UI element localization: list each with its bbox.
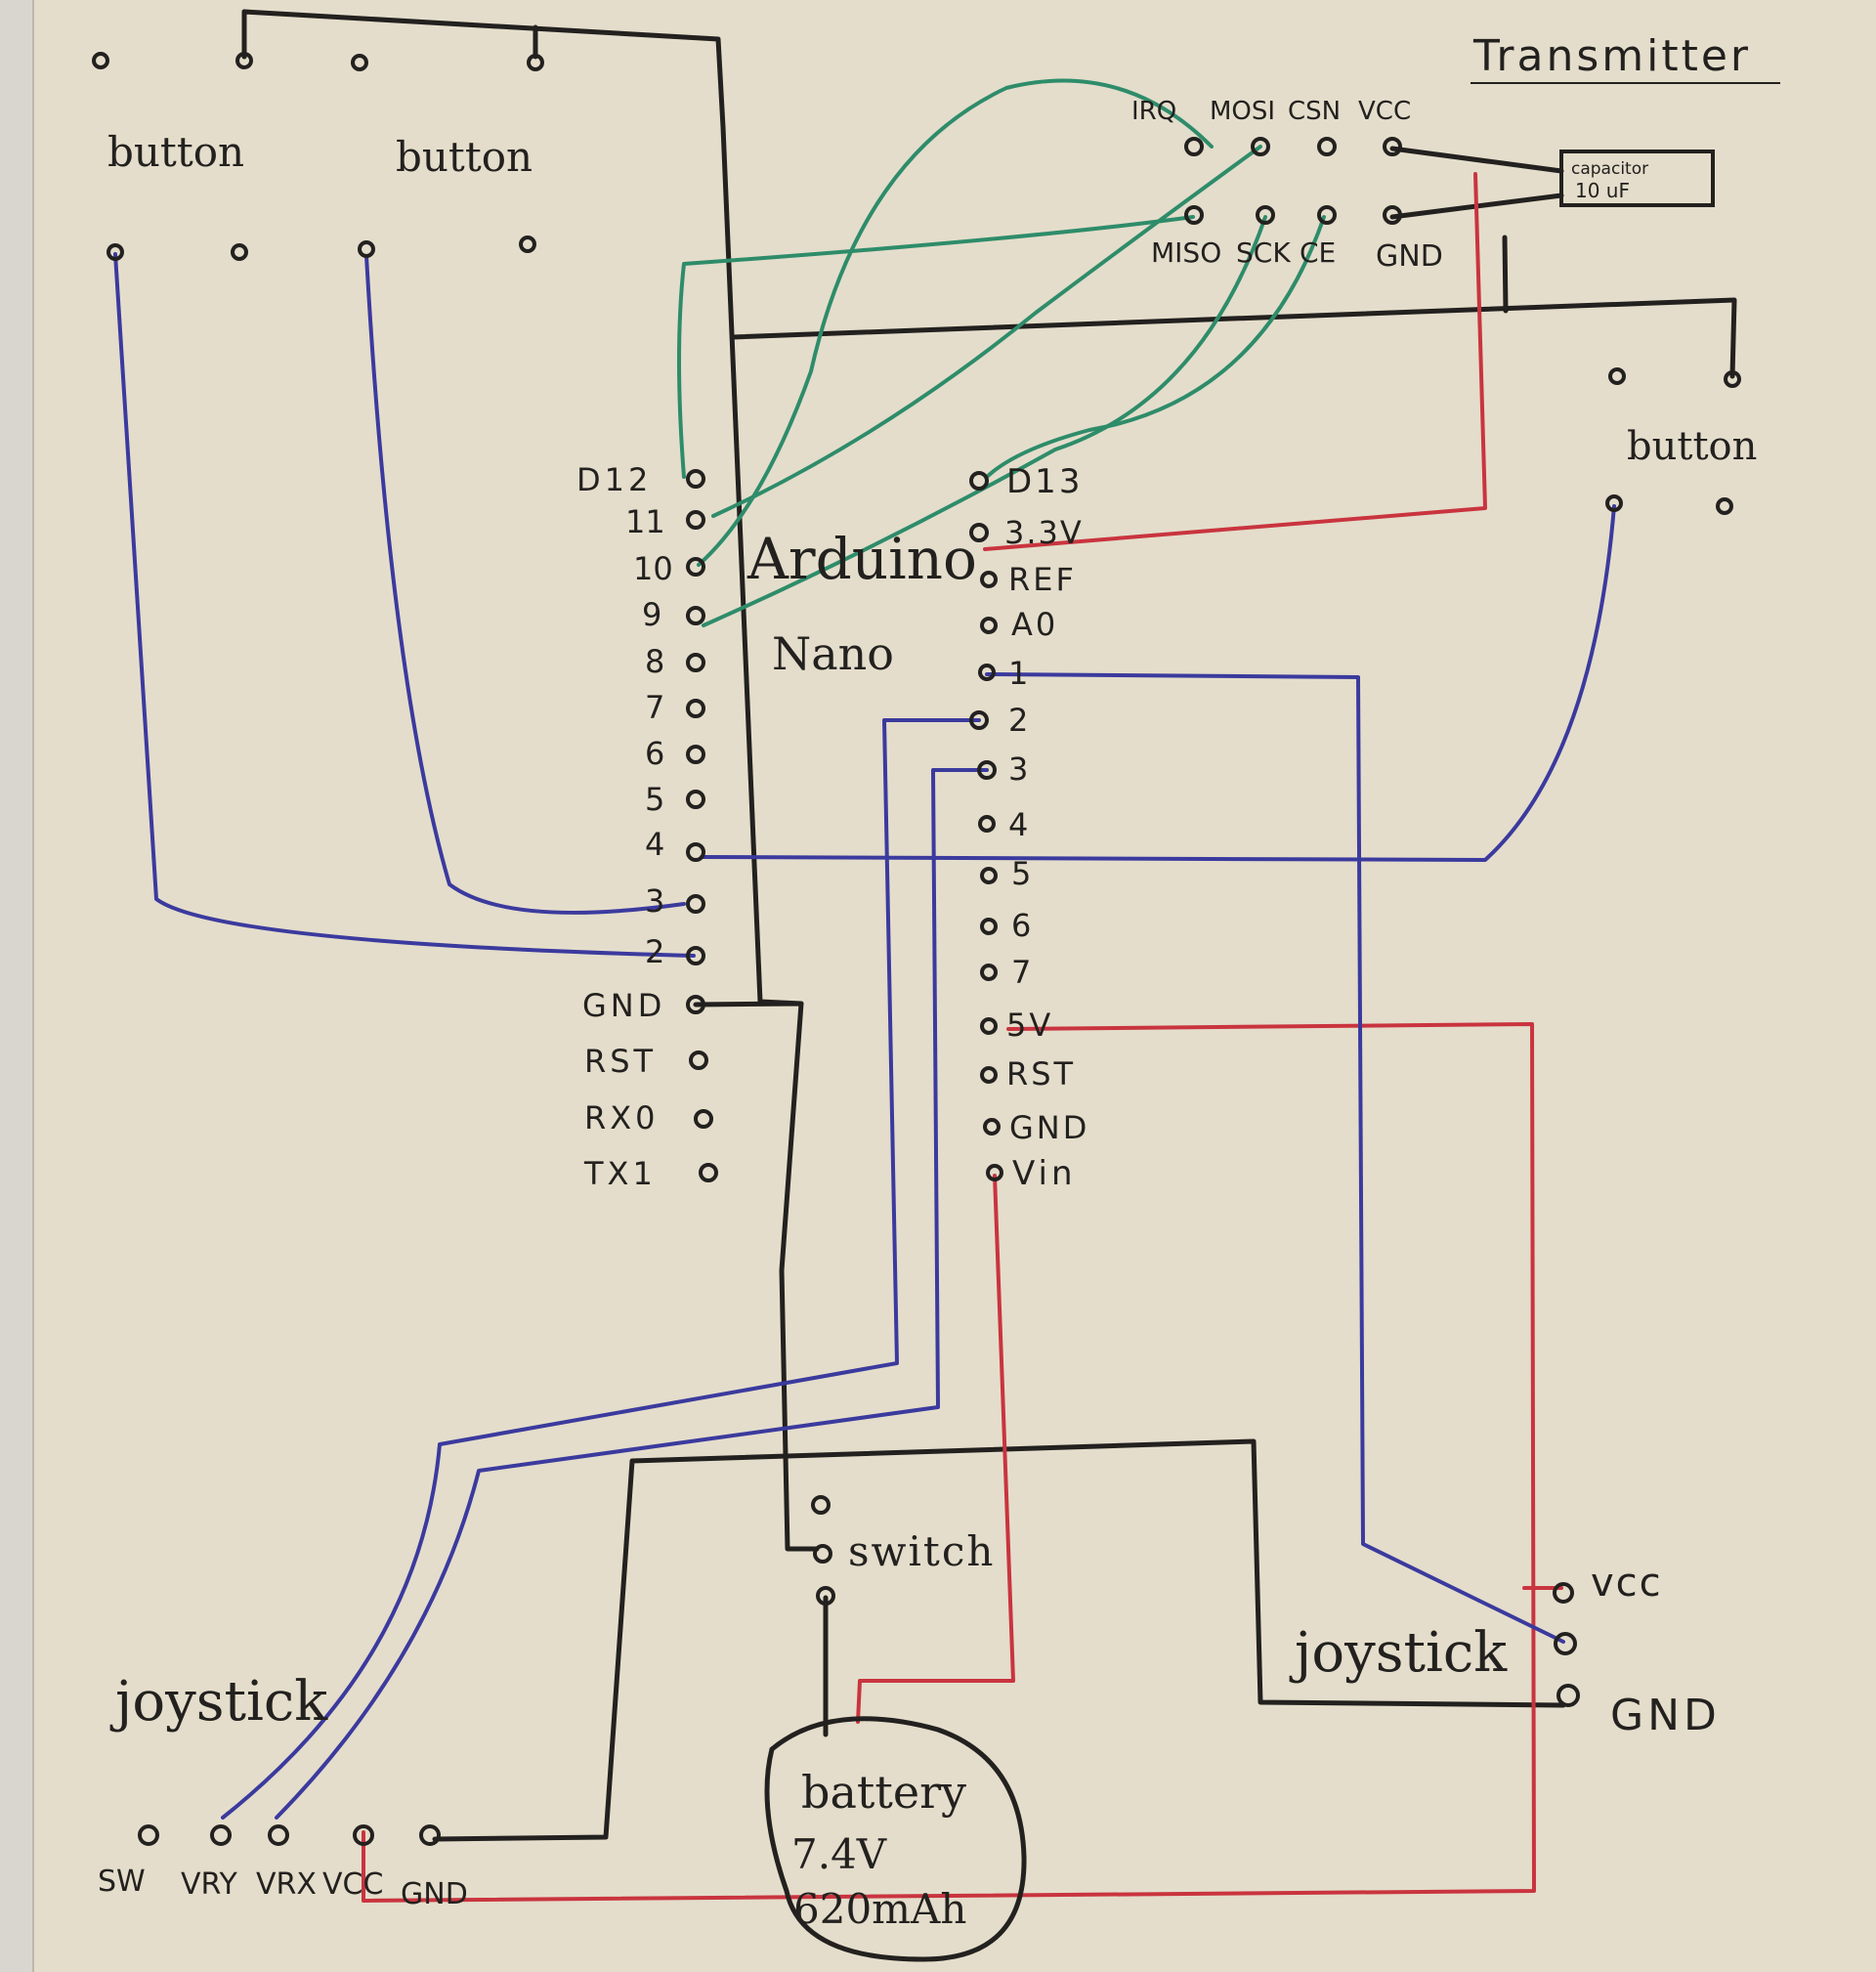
board-name: Arduino xyxy=(746,526,977,592)
switch-label: switch xyxy=(848,1527,995,1575)
pin-label-gnd: GND xyxy=(1376,239,1443,274)
pin-label-a4: 4 xyxy=(1008,806,1028,843)
pin-label-gnd: GND xyxy=(582,987,665,1024)
pin-label-ref: REF xyxy=(1008,561,1077,598)
pin-label-a0: A0 xyxy=(1011,606,1058,643)
red-wires xyxy=(362,172,1563,1903)
pin-label-9: 9 xyxy=(642,596,661,633)
pin-label-3: 3 xyxy=(645,882,664,920)
board-subname: Nano xyxy=(772,627,894,680)
button-label: button xyxy=(1627,424,1757,469)
pin-label-d13: D13 xyxy=(1006,462,1083,501)
pin-label-vrx: VRX xyxy=(256,1867,317,1902)
button-label: button xyxy=(107,128,244,176)
joystick-left: joystick SW VRY VRX VCC GND xyxy=(98,1670,468,1911)
pin-label-vry: VRY xyxy=(181,1867,237,1902)
pin-label-vcc: VCC xyxy=(1358,97,1411,126)
blue-wires xyxy=(113,252,1616,1820)
pin-label-8: 8 xyxy=(645,643,664,680)
capacitor-label: capacitor xyxy=(1571,159,1648,179)
pin-label-ce: CE xyxy=(1300,236,1336,269)
button-left: button xyxy=(92,52,253,261)
battery-label: battery xyxy=(801,1766,966,1819)
pin-label-gnd: GND xyxy=(401,1877,468,1911)
pin-label-4: 4 xyxy=(645,826,664,863)
pin-label-a2: 2 xyxy=(1008,702,1028,739)
button-middle: button xyxy=(351,54,544,258)
pin-label-sck: SCK xyxy=(1236,236,1291,269)
capacitor: capacitor 10 uF xyxy=(1559,150,1715,207)
pin-label-a1: 1 xyxy=(1008,655,1028,692)
pin-label-5: 5 xyxy=(645,781,664,818)
pin-label-vcc: VCC xyxy=(322,1867,383,1902)
pin-label-miso: MISO xyxy=(1151,236,1221,269)
pin-label-a3: 3 xyxy=(1008,750,1028,788)
black-wires xyxy=(241,9,1737,1842)
pin-label-vin: Vin xyxy=(1012,1154,1077,1193)
pin-label-rx0: RX0 xyxy=(584,1099,660,1136)
pin-label-d12: D12 xyxy=(576,461,652,498)
battery: battery 7.4V 620mAh xyxy=(764,1716,1027,1962)
pin-label-csn: CSN xyxy=(1288,97,1341,126)
pin-label-11: 11 xyxy=(625,503,665,540)
pin-label-10: 10 xyxy=(633,550,673,587)
pin-label-rst: RST xyxy=(584,1043,657,1080)
pin-label-3v3: 3.3V xyxy=(1004,514,1084,551)
pin-label-gnd-right: GND xyxy=(1009,1109,1089,1146)
battery-voltage: 7.4V xyxy=(791,1830,887,1878)
capacitor-value: 10 uF xyxy=(1575,179,1630,202)
pin-label-mosi: MOSI xyxy=(1210,97,1275,126)
page-title: Transmitter xyxy=(1472,31,1751,81)
pin-label-7: 7 xyxy=(645,689,664,726)
title-block: Transmitter xyxy=(1471,31,1780,84)
battery-capacity: 620mAh xyxy=(793,1885,966,1933)
pin-label-2: 2 xyxy=(645,933,664,970)
pin-label-a7: 7 xyxy=(1011,954,1031,991)
pin-label-sw: SW xyxy=(98,1865,146,1899)
pin-label-gnd: GND xyxy=(1610,1691,1721,1740)
pin-label-5v: 5V xyxy=(1006,1007,1053,1044)
joystick-label: joystick xyxy=(1289,1621,1508,1685)
joystick-label: joystick xyxy=(109,1670,328,1734)
pin-label-a5: 5 xyxy=(1011,855,1031,892)
joystick-right: joystick vcc GND xyxy=(1289,1561,1721,1740)
pin-label-a6: 6 xyxy=(1011,907,1031,944)
notebook-margin xyxy=(0,0,34,1972)
button-label: button xyxy=(396,133,533,181)
pin-label-rst-right: RST xyxy=(1006,1055,1076,1093)
pin-label-tx1: TX1 xyxy=(583,1155,657,1192)
arduino-nano: Arduino Nano D12 11 10 9 8 7 6 5 4 3 2 G… xyxy=(576,461,1089,1193)
power-switch: switch xyxy=(811,1495,995,1606)
green-wires xyxy=(677,78,1326,627)
button-right: button xyxy=(1605,367,1757,515)
radio-module: IRQ MOSI CSN VCC MISO SCK CE GND xyxy=(1131,97,1443,274)
pin-label-6: 6 xyxy=(645,735,664,772)
pin-label-irq: IRQ xyxy=(1131,97,1176,126)
pin-label-vcc: vcc xyxy=(1591,1561,1663,1606)
